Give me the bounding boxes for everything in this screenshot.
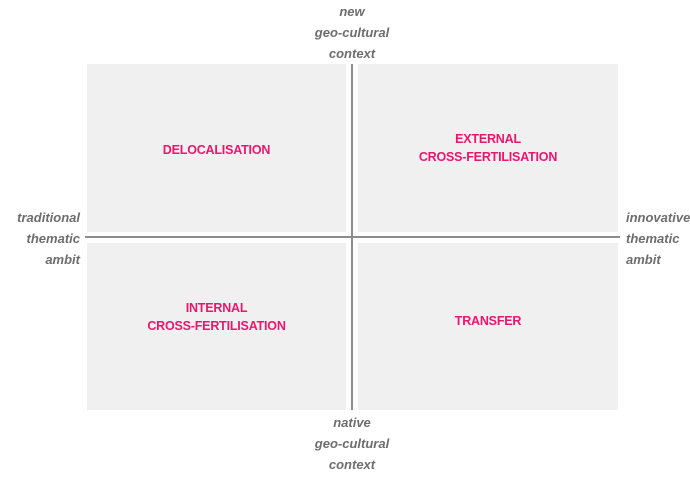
axis-label-top: new geo-cultural context (314, 4, 390, 61)
quadrant-label-external-cross-fertilisation: EXTERNAL CROSS-FERTILISATION (418, 132, 558, 164)
axis-label-left: traditional thematic ambit (17, 210, 80, 267)
quadrant-label-internal-cross-fertilisation: INTERNAL CROSS-FERTILISATION (147, 301, 286, 333)
axis-label-bottom: native geo-cultural context (314, 415, 390, 472)
horizontal-axis-line (85, 236, 620, 238)
quadrant-label-delocalisation: DELOCALISATION (162, 143, 271, 157)
quadrant-bottom-right: TRANSFER (358, 243, 618, 410)
quadrant-bottom-left: INTERNAL CROSS-FERTILISATION (87, 243, 346, 410)
quadrant-label-transfer: TRANSFER (454, 314, 522, 328)
quadrant-top-right: EXTERNAL CROSS-FERTILISATION (358, 64, 618, 232)
axis-label-right: innovative thematic ambit (626, 210, 690, 267)
quadrant-top-left: DELOCALISATION (87, 64, 346, 232)
